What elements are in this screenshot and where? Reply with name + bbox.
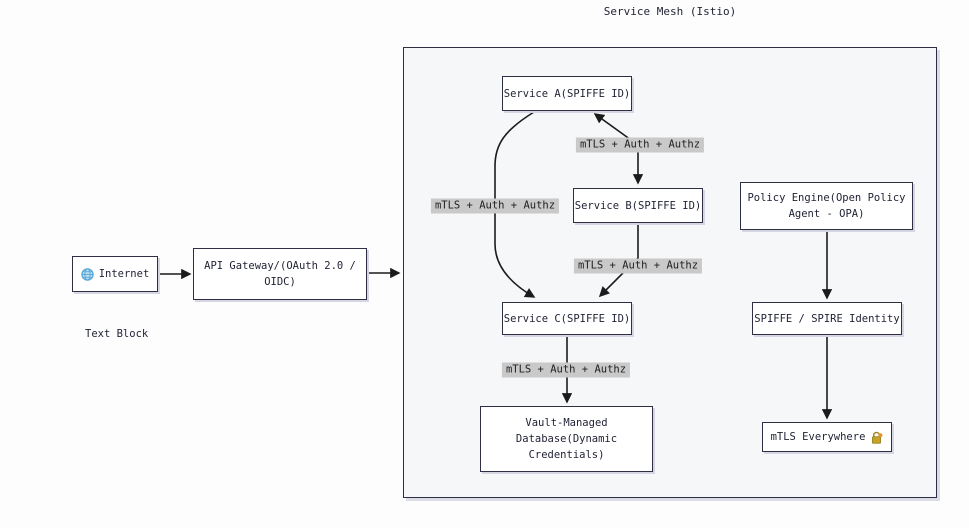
service-b-node: Service B(SPIFFE ID) <box>573 188 703 223</box>
service-c-label: Service C(SPIFFE ID) <box>503 312 631 325</box>
internet-label: Internet <box>98 268 150 280</box>
edge-label-a-c: mTLS + Auth + Authz <box>430 198 560 214</box>
api-gateway-label-line2: OIDC) <box>264 276 296 288</box>
mtls-everywhere-node: mTLS Everywhere <box>762 422 892 452</box>
vault-database-label-line3: Credentials) <box>528 449 605 461</box>
edge-label-c-vault: mTLS + Auth + Authz <box>501 362 631 378</box>
vault-database-label-line2: Database(Dynamic <box>515 433 618 445</box>
mtls-everywhere-label: mTLS Everywhere <box>770 431 866 443</box>
service-c-node: Service C(SPIFFE ID) <box>502 302 632 335</box>
spiffe-spire-label: SPIFFE / SPIRE Identity <box>754 312 900 325</box>
lock-icon <box>870 431 883 444</box>
edge-label-a-b: mTLS + Auth + Authz <box>575 137 705 153</box>
api-gateway-node: API Gateway/(OAuth 2.0 / OIDC) <box>193 248 367 300</box>
service-mesh-title: Service Mesh (Istio) <box>603 5 737 18</box>
api-gateway-label-line1: API Gateway/(OAuth 2.0 / <box>204 260 356 272</box>
text-block-caption: Text Block <box>85 328 149 340</box>
policy-engine-label-line1: Policy Engine(Open Policy <box>747 192 906 204</box>
service-a-node: Service A(SPIFFE ID) <box>502 76 632 111</box>
service-b-label: Service B(SPIFFE ID) <box>574 199 702 212</box>
service-a-label: Service A(SPIFFE ID) <box>503 87 631 100</box>
vault-database-node: Vault-Managed Database(Dynamic Credentia… <box>480 406 653 472</box>
internet-node: Internet <box>72 256 158 292</box>
edge-label-b-c: mTLS + Auth + Authz <box>573 258 703 274</box>
policy-engine-label-line2: Agent - OPA) <box>788 208 865 220</box>
globe-icon <box>80 267 94 281</box>
vault-database-label-line1: Vault-Managed <box>525 417 608 429</box>
policy-engine-node: Policy Engine(Open Policy Agent - OPA) <box>740 182 913 230</box>
spiffe-spire-node: SPIFFE / SPIRE Identity <box>752 302 902 335</box>
